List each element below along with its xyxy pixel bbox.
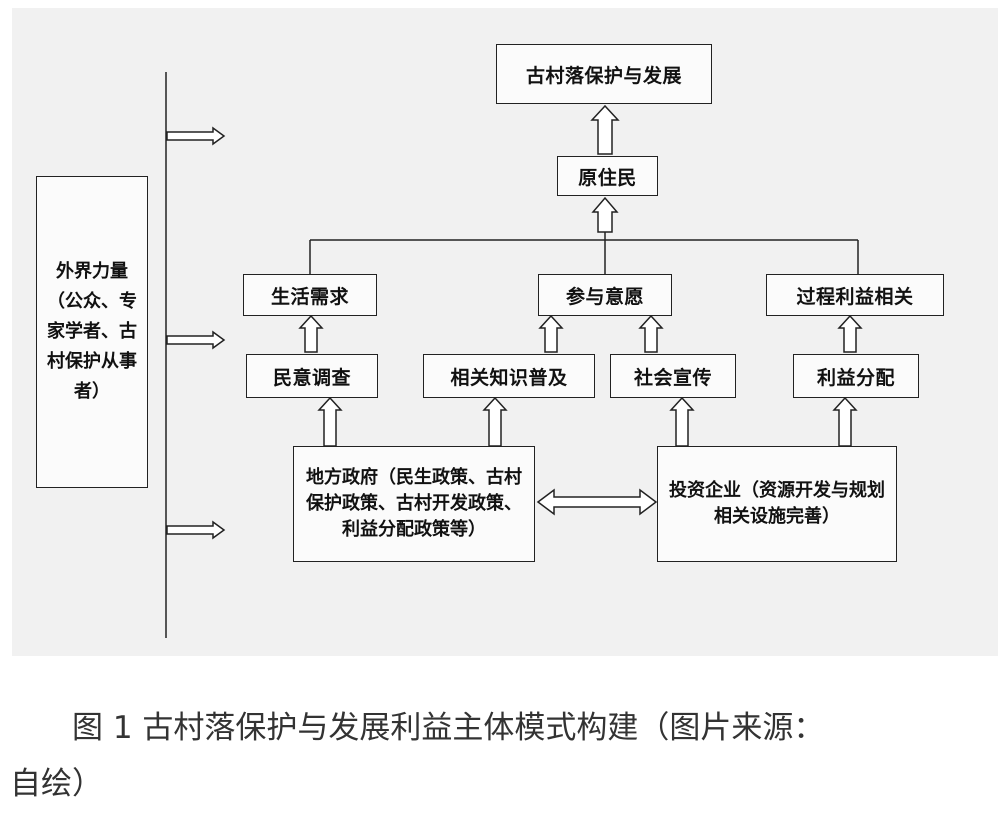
local-government-box: 地方政府（民生政策、古村保护政策、古村开发政策、利益分配政策等）: [293, 446, 535, 562]
up-arrow-icon: [837, 314, 863, 353]
right-arrow-icon: [166, 330, 226, 350]
resident-box: 原住民: [557, 156, 658, 196]
investment-enterprise-box: 投资企业（资源开发与规划相关设施完善）: [657, 446, 897, 562]
knowledge-popularization-box: 相关知识普及: [423, 354, 595, 398]
up-arrow-icon: [317, 396, 343, 447]
participation-willingness-box: 参与意愿: [538, 274, 672, 316]
up-arrow-icon: [590, 104, 620, 155]
external-forces-box: 外界力量（公众、专家学者、古村保护从事者）: [36, 176, 148, 488]
process-benefit-box: 过程利益相关: [766, 274, 944, 316]
caption-line-1: 图 1 古村落保护与发展利益主体模式构建（图片来源：: [72, 710, 825, 746]
right-arrow-icon: [166, 520, 226, 540]
figure-caption: 图 1 古村落保护与发展利益主体模式构建（图片来源： 自绘）: [0, 700, 1000, 812]
up-arrow-icon: [669, 396, 695, 447]
living-needs-box: 生活需求: [243, 274, 377, 316]
up-arrow-icon: [482, 396, 508, 447]
caption-line-2: 自绘）: [10, 766, 103, 802]
up-arrow-icon: [298, 314, 324, 353]
right-arrow-icon: [166, 126, 226, 146]
connector-lines: [165, 72, 863, 638]
social-publicity-box: 社会宣传: [610, 354, 736, 398]
up-arrow-icon: [832, 396, 858, 447]
benefit-distribution-box: 利益分配: [793, 354, 919, 398]
bidirectional-arrow-icon: [536, 488, 658, 516]
up-arrow-icon: [591, 196, 619, 233]
up-arrow-icon: [638, 314, 664, 353]
top-goal-box: 古村落保护与发展: [496, 44, 712, 104]
up-arrow-icon: [538, 314, 564, 353]
public-survey-box: 民意调查: [246, 354, 378, 398]
